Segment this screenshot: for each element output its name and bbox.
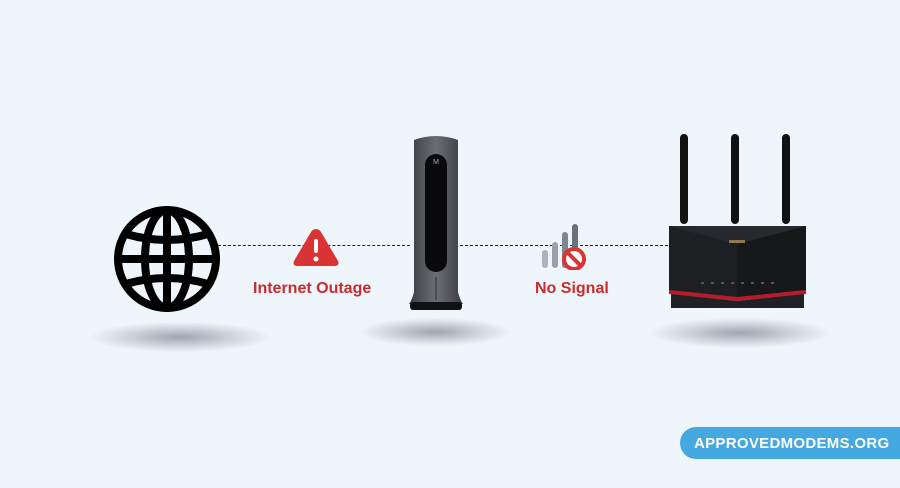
warning-triangle-icon [292,226,340,268]
router-shadow [650,318,830,348]
brand-badge[interactable]: APPROVEDMODEMS.ORG [680,427,900,459]
modem-device: M [408,132,464,312]
no-signal-icon [540,222,588,271]
outage-label: Internet Outage [253,280,372,297]
globe-icon [112,204,222,314]
globe-shadow [90,322,270,352]
svg-text:M: M [433,159,439,166]
router-device [665,132,810,312]
no-signal-label: No Signal [535,280,609,297]
modem-shadow [360,318,510,346]
